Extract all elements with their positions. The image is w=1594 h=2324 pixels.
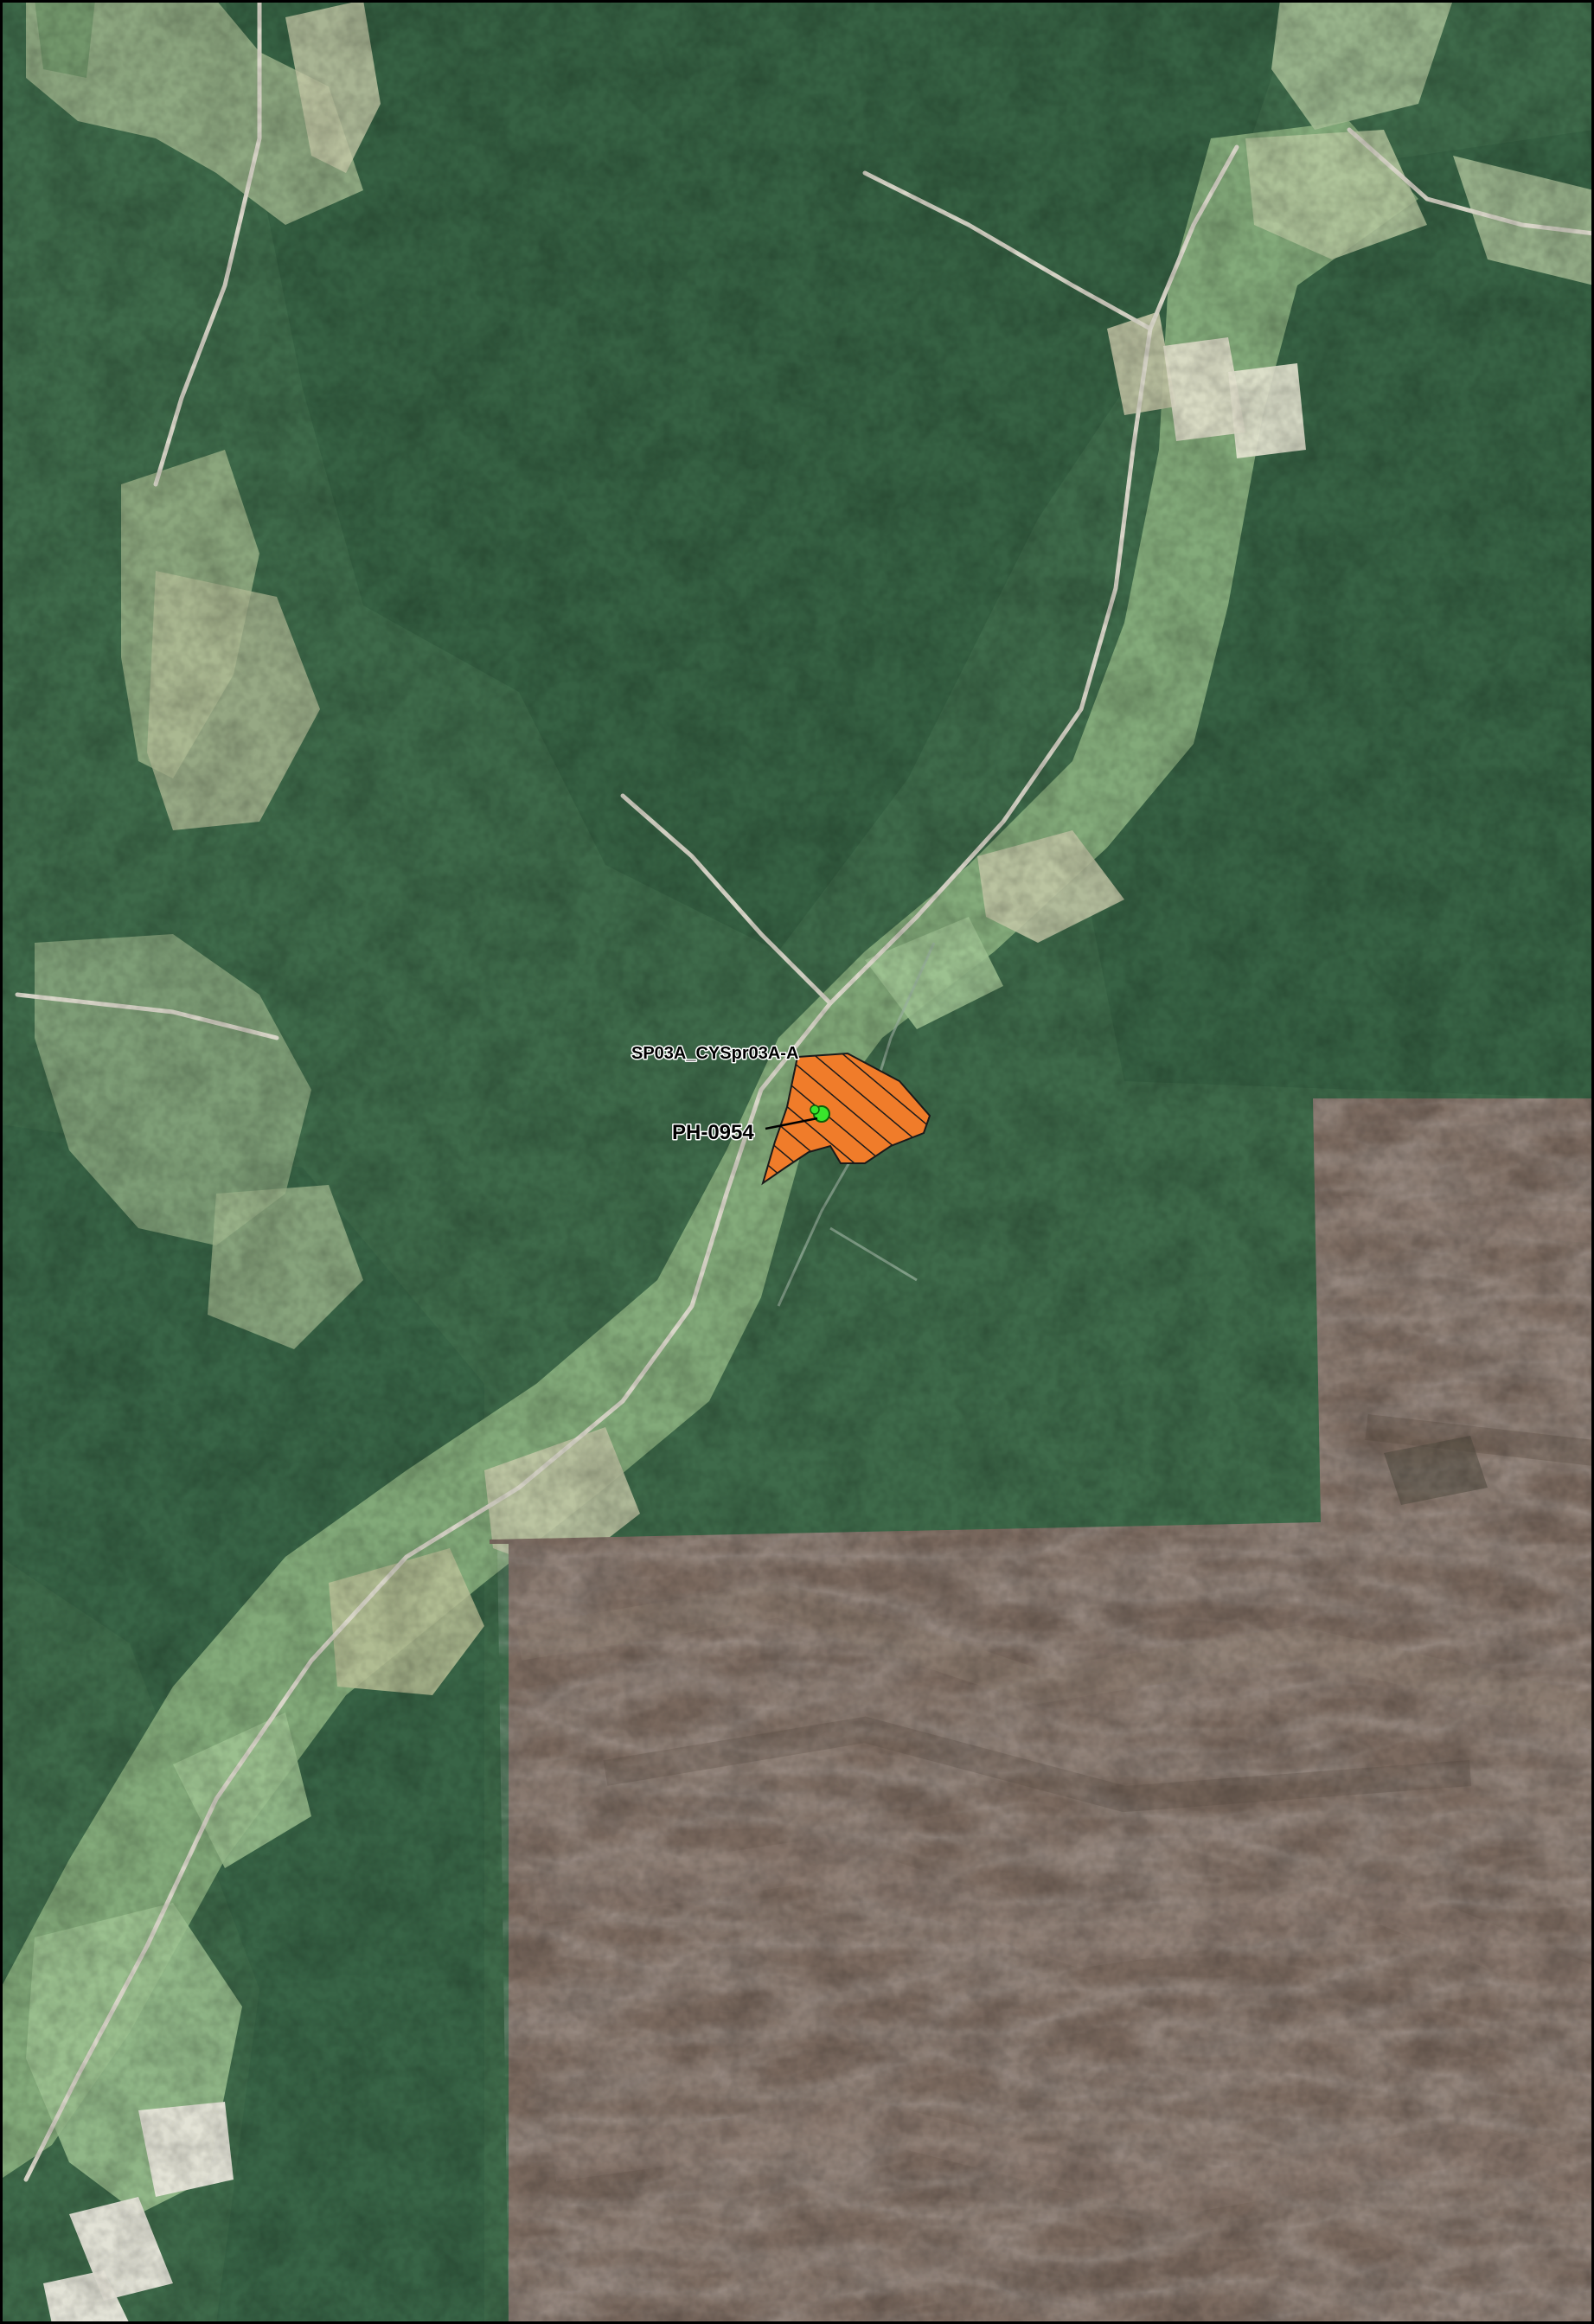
survey-area-polygon[interactable] — [761, 1052, 931, 1186]
point-label: PH-0954 — [672, 1121, 754, 1144]
survey-area-label: SP03A_CYSpr03A-A — [631, 1044, 798, 1063]
point-feature-ph-0954[interactable] — [765, 1104, 830, 1130]
leader-line — [765, 1117, 818, 1130]
point-marker-secondary — [810, 1104, 820, 1115]
